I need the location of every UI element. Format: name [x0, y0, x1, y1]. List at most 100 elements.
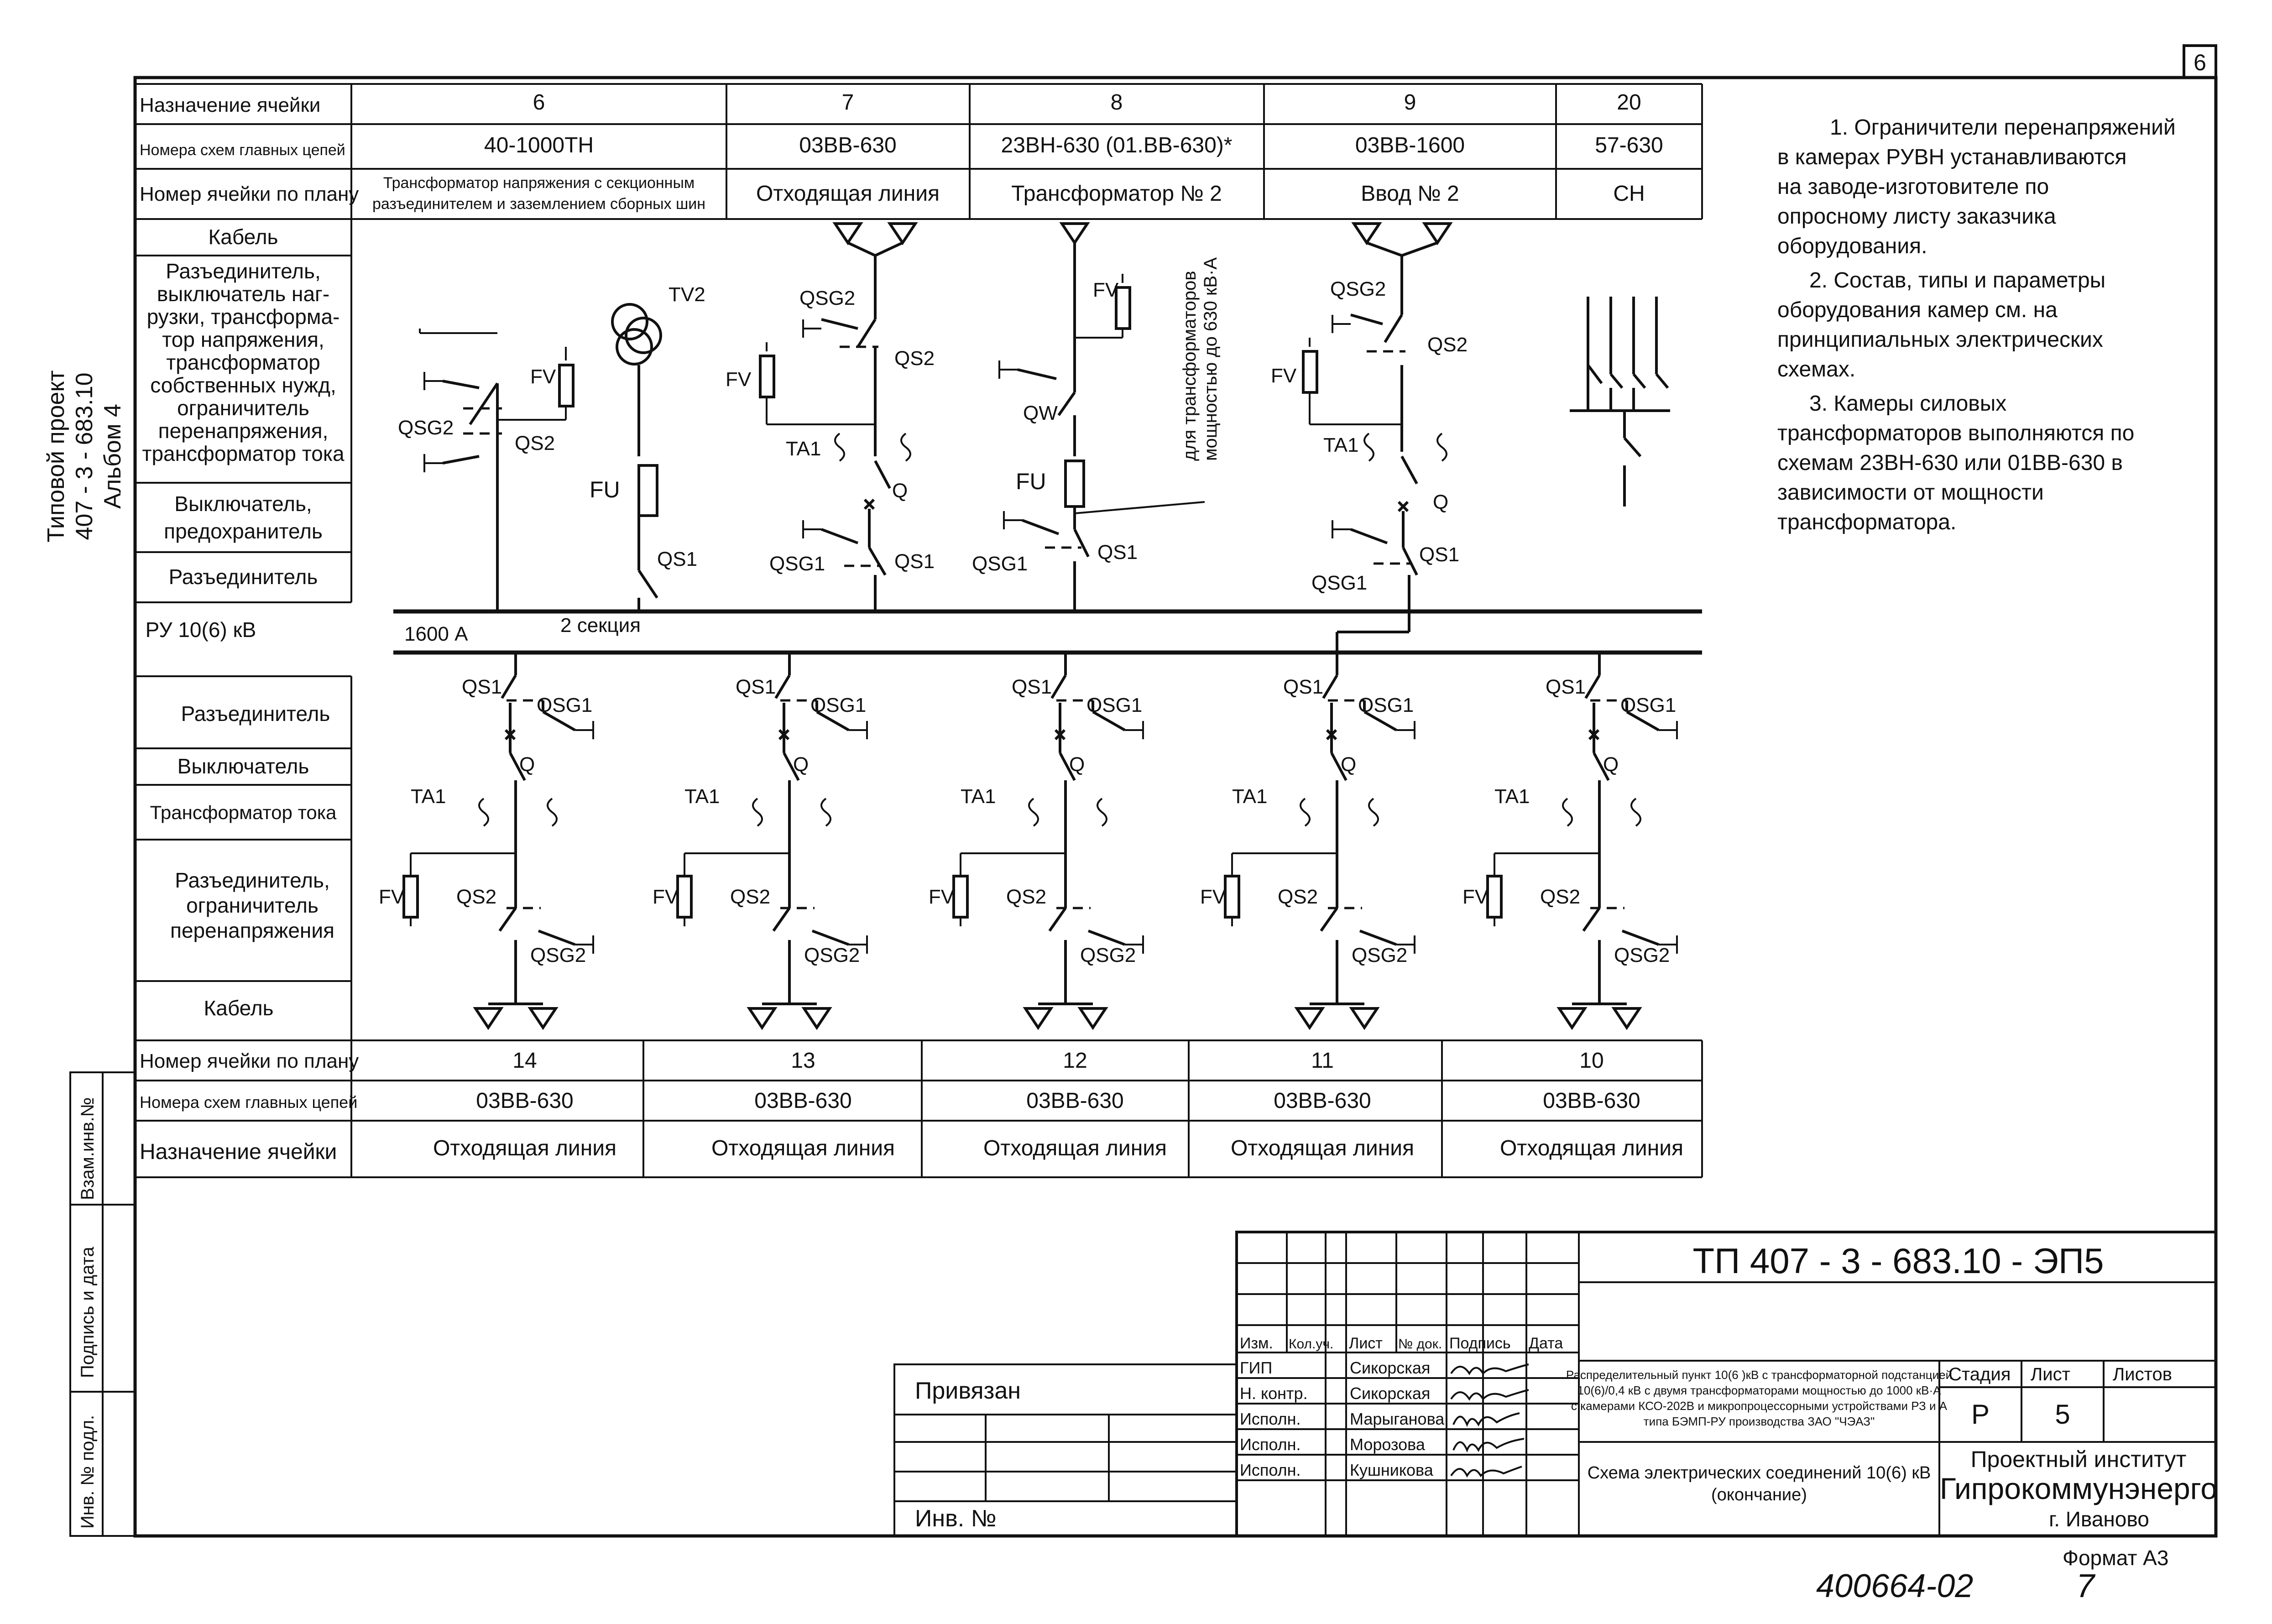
svg-text:QS2: QS2 — [1427, 334, 1468, 356]
svg-text:Разъединитель: Разъединитель — [169, 565, 318, 589]
svg-text:Трансформатор № 2: Трансформатор № 2 — [1011, 182, 1222, 206]
svg-text:23ВН-630 (01.ВВ-630)*: 23ВН-630 (01.ВВ-630)* — [1001, 133, 1233, 157]
svg-text:Разъединитель,: Разъединитель, — [175, 868, 329, 892]
svg-text:TV2: TV2 — [669, 283, 705, 306]
svg-text:QS2: QS2 — [515, 432, 555, 454]
signature — [1450, 1389, 1529, 1401]
row-label-plan: Номер ячейки по плану — [140, 183, 359, 205]
svg-text:QS2: QS2 — [456, 886, 496, 908]
svg-text:FU: FU — [590, 477, 620, 502]
svg-text:Сикорская: Сикорская — [1350, 1358, 1430, 1377]
inv-label: Инв. № — [915, 1505, 996, 1532]
svg-text:40-1000ТН: 40-1000ТН — [484, 133, 594, 157]
svg-text:03ВВ-630: 03ВВ-630 — [1274, 1089, 1371, 1113]
svg-text:QS1: QS1 — [462, 676, 502, 698]
svg-text:12: 12 — [1063, 1049, 1087, 1073]
svg-text:QS1: QS1 — [1419, 543, 1459, 566]
svg-text:QSG1: QSG1 — [1311, 572, 1367, 594]
document-code: ТП 407 - 3 - 683.10 - ЭП5 — [1693, 1241, 2104, 1281]
cell-7-schematic: QSG2 QS2 FV TA1 Q QSG1 QS1 — [726, 224, 935, 611]
svg-text:трансформатора.: трансформатора. — [1777, 510, 1956, 534]
signature — [1452, 1438, 1525, 1453]
svg-text:Кол.уч.: Кол.уч. — [1289, 1337, 1333, 1352]
svg-text:Марыганова: Марыганова — [1350, 1410, 1445, 1428]
svg-text:03ВВ-630: 03ВВ-630 — [754, 1089, 852, 1113]
svg-text:перенапряжения: перенапряжения — [170, 919, 334, 942]
svg-text:Инв. № подл.: Инв. № подл. — [78, 1415, 98, 1529]
svg-text:03ВВ-630: 03ВВ-630 — [1026, 1089, 1124, 1113]
svg-text:Отходящая линия: Отходящая линия — [1500, 1136, 1683, 1160]
svg-text:Отходящая линия: Отходящая линия — [983, 1136, 1167, 1160]
svg-text:QSG2: QSG2 — [530, 944, 586, 966]
svg-text:03ВВ-630: 03ВВ-630 — [476, 1089, 574, 1113]
svg-text:собственных нужд,: собственных нужд, — [150, 373, 336, 397]
svg-text:Отходящая линия: Отходящая линия — [756, 182, 940, 206]
svg-text:2. Состав, типы и параметры: 2. Состав, типы и параметры — [1809, 268, 2105, 292]
svg-text:мощностью до 630 кВ·А: мощностью до 630 кВ·А — [1201, 257, 1221, 461]
svg-text:Гипрокоммунэнерго: Гипрокоммунэнерго — [1940, 1472, 2217, 1505]
svg-text:типа БЭМП-РУ производства ЗАО: типа БЭМП-РУ производства ЗАО "ЧЭАЗ" — [1644, 1415, 1875, 1428]
svg-text:Отходящая линия: Отходящая линия — [433, 1136, 616, 1160]
svg-text:трансформатор тока: трансформатор тока — [142, 442, 345, 465]
svg-text:Разъединитель: Разъединитель — [181, 702, 330, 726]
svg-text:с камерами КСО-202В и микропро: с камерами КСО-202В и микропроцессорными… — [1571, 1399, 1948, 1413]
svg-text:Отходящая линия: Отходящая линия — [711, 1136, 895, 1160]
svg-text:9: 9 — [1404, 90, 1416, 115]
row-label-scheme: Номера схем главных цепей — [140, 141, 345, 159]
row-label-purpose: Назначение ячейки — [140, 94, 320, 116]
svg-text:QSG2: QSG2 — [799, 287, 855, 309]
svg-text:Кушникова: Кушникова — [1350, 1461, 1434, 1479]
svg-text:FV: FV — [379, 886, 405, 908]
svg-text:Изм.: Изм. — [1240, 1335, 1273, 1352]
svg-text:11: 11 — [1311, 1049, 1334, 1073]
svg-text:для трансформаторов: для трансформаторов — [1180, 271, 1200, 461]
svg-text:Кабель: Кабель — [208, 225, 278, 249]
svg-text:Выключатель: Выключатель — [178, 754, 309, 778]
svg-text:принципиальных электрических: принципиальных электрических — [1777, 328, 2103, 352]
svg-text:тор напряжения,: тор напряжения, — [162, 328, 324, 351]
svg-text:03ВВ-630: 03ВВ-630 — [1543, 1089, 1640, 1113]
svg-text:13: 13 — [791, 1049, 815, 1073]
svg-text:407 - 3 - 683.10: 407 - 3 - 683.10 — [71, 372, 98, 540]
svg-text:Листов: Листов — [2113, 1364, 2172, 1384]
svg-text:оборудования камер см. на: оборудования камер см. на — [1777, 298, 2058, 322]
svg-text:Схема электрических соединений: Схема электрических соединений 10(6) кВ — [1588, 1463, 1931, 1483]
svg-text:№ док.: № док. — [1398, 1337, 1442, 1352]
sheet-number: 6 — [2194, 50, 2206, 75]
svg-text:ГИП: ГИП — [1240, 1358, 1272, 1377]
svg-text:Номер ячейки по плану: Номер ячейки по плану — [140, 1050, 359, 1072]
signature — [1450, 1466, 1522, 1478]
svg-text:Сикорская: Сикорская — [1350, 1384, 1430, 1403]
svg-text:оборудования.: оборудования. — [1777, 234, 1927, 258]
svg-text:схемам 23ВН-630 или 01ВВ-630 в: схемам 23ВН-630 или 01ВВ-630 в — [1777, 451, 2123, 475]
left-labels-bottom: Разъединитель Выключатель Трансформатор … — [135, 675, 352, 1041]
svg-text:Альбом 4: Альбом 4 — [99, 404, 126, 509]
svg-text:Кабель: Кабель — [204, 996, 273, 1020]
svg-text:QS1: QS1 — [657, 548, 697, 570]
signature — [1452, 1412, 1520, 1427]
format-label: Формат А3 — [2063, 1546, 2168, 1570]
svg-text:зависимости от мощности: зависимости от мощности — [1777, 480, 2044, 505]
svg-text:разъединителем и заземлением с: разъединителем и заземлением сборных шин — [372, 195, 705, 213]
top-table: Назначение ячейки Номера схем главных це… — [135, 83, 1703, 220]
svg-text:FV: FV — [726, 368, 752, 391]
svg-text:(окончание): (окончание) — [1711, 1485, 1807, 1504]
svg-text:3. Камеры силовых: 3. Камеры силовых — [1809, 392, 2006, 416]
svg-text:TA1: TA1 — [411, 785, 446, 808]
notes: 1. Ограничители перенапряжений в камерах… — [1777, 115, 2176, 534]
svg-text:FV: FV — [1093, 279, 1119, 301]
svg-text:Номера схем главных цепей: Номера схем главных цепей — [140, 1093, 357, 1112]
svg-text:Лист: Лист — [2031, 1364, 2070, 1384]
svg-text:Трансформатор напряжения с сек: Трансформатор напряжения с секционным — [383, 174, 695, 192]
svg-text:на заводе-изготовителе по: на заводе-изготовителе по — [1777, 175, 2049, 199]
svg-text:QSG1: QSG1 — [972, 553, 1028, 575]
svg-text:Н. контр.: Н. контр. — [1240, 1384, 1308, 1403]
svg-text:СН: СН — [1613, 182, 1645, 206]
svg-text:Трансформатор тока: Трансформатор тока — [150, 802, 337, 823]
svg-text:трансформаторов выполняются по: трансформаторов выполняются по — [1777, 421, 2134, 445]
svg-text:Назначение ячейки: Назначение ячейки — [140, 1140, 337, 1164]
svg-text:03ВВ-1600: 03ВВ-1600 — [1355, 133, 1465, 157]
sheet-number-box — [2183, 44, 2217, 79]
svg-text:Лист: Лист — [1349, 1335, 1383, 1352]
